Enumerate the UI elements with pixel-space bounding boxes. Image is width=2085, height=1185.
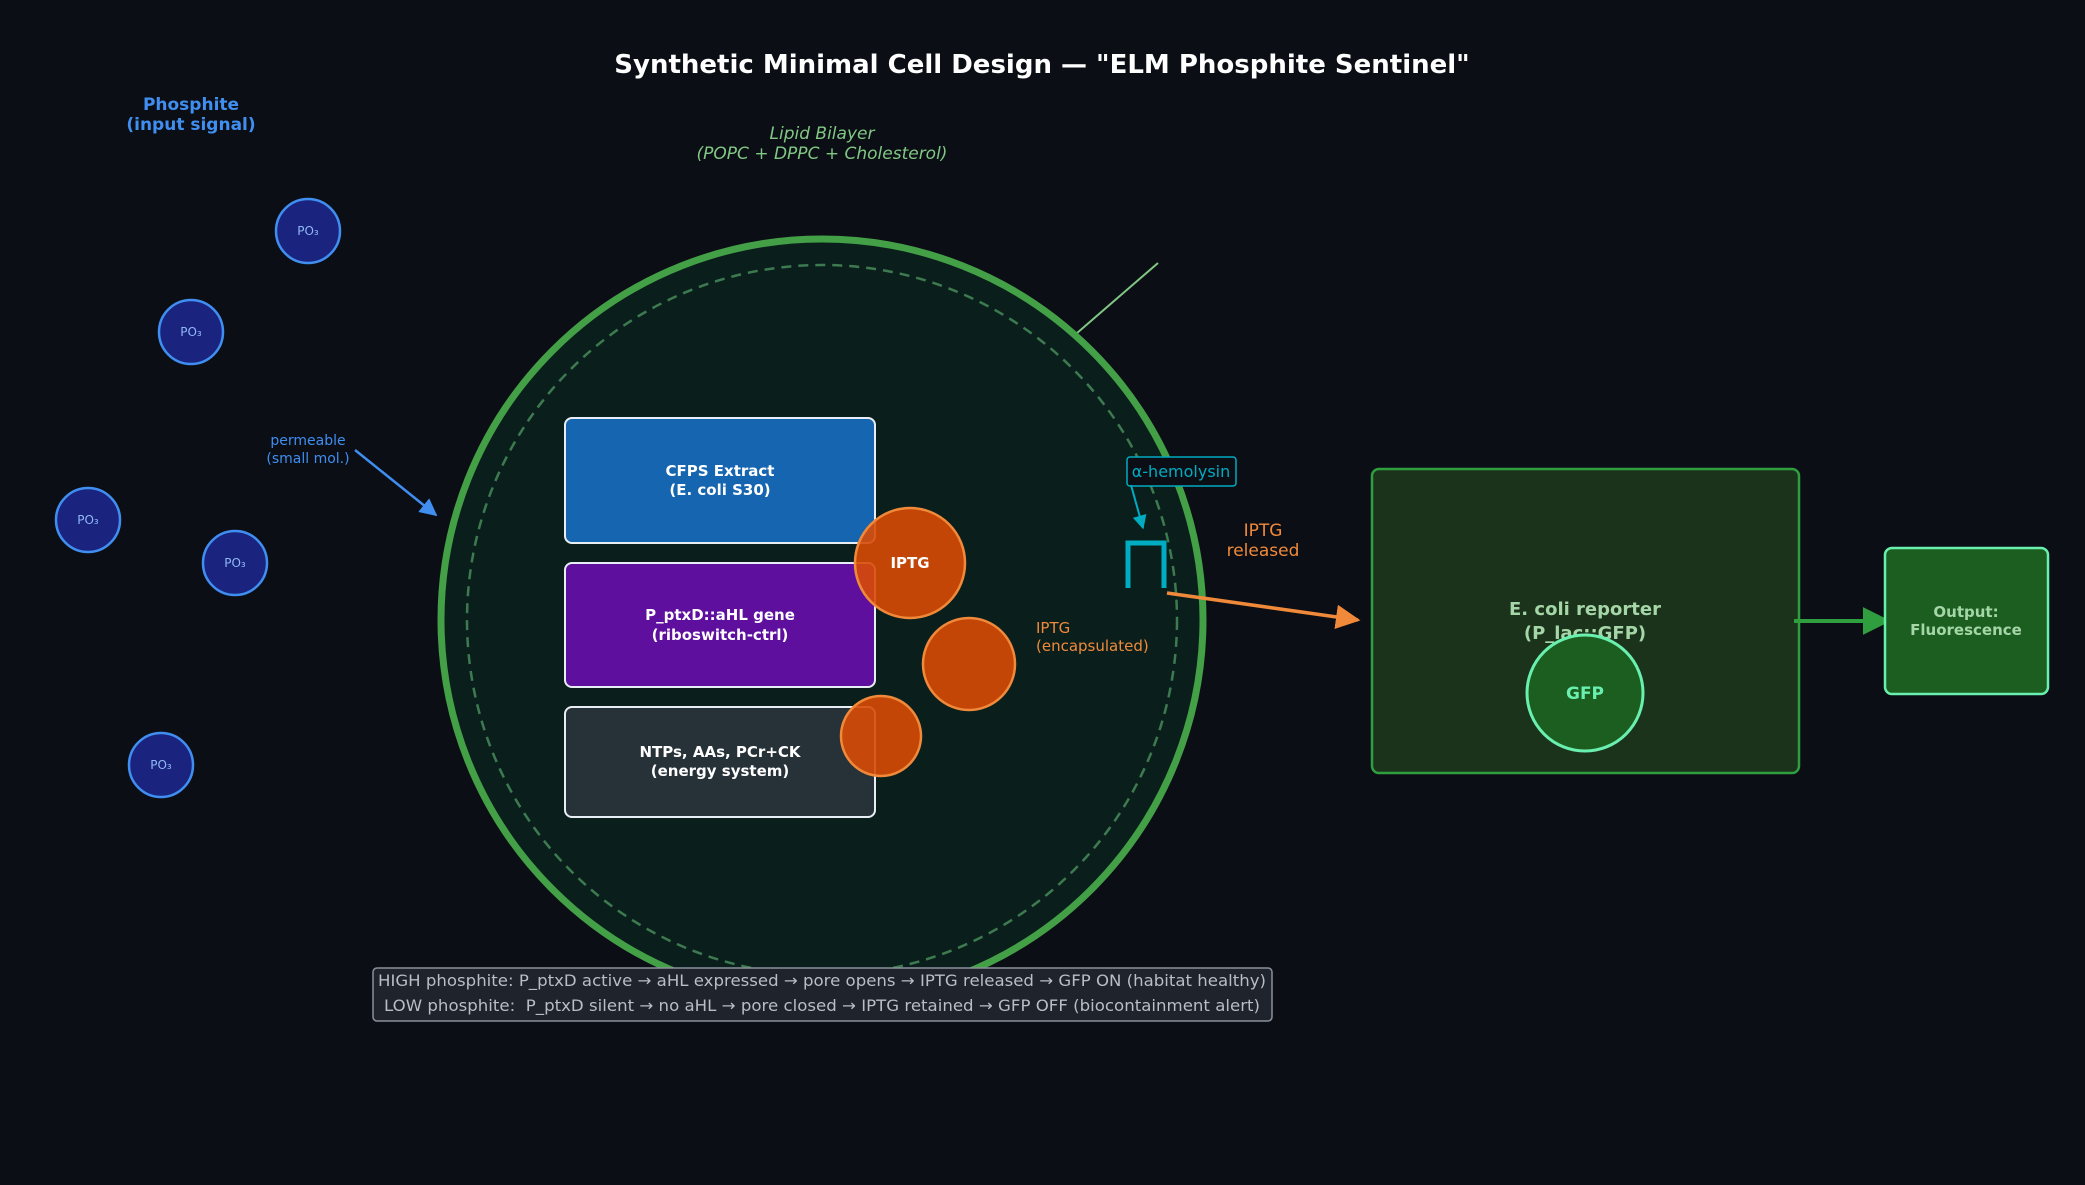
iptg-released-label: IPTG released bbox=[1227, 521, 1300, 561]
ptxd-gene-line2: (riboswitch-ctrl) bbox=[652, 626, 789, 644]
iptg-encapsulated-label: IPTG (encapsulated) bbox=[1036, 619, 1149, 655]
cfps-extract-line2: (E. coli S30) bbox=[669, 481, 770, 499]
cfps-extract-box: CFPS Extract (E. coli S30) bbox=[564, 417, 876, 544]
phosphite-molecule-circle bbox=[274, 197, 342, 265]
page-title: Synthetic Minimal Cell Design — "ELM Pho… bbox=[614, 50, 1469, 80]
energy-system-box: NTPs, AAs, PCr+CK (energy system) bbox=[564, 706, 876, 818]
gfp-molecule: GFP bbox=[1525, 633, 1645, 753]
permeable-label-line1: permeable bbox=[270, 433, 345, 449]
reporter-box: E. coli reporter (P_lac::GFP) bbox=[1370, 467, 1801, 775]
iptg-molecule bbox=[921, 616, 1017, 712]
logic-legend-low: LOW phosphite: P_ptxD silent → no aHL → … bbox=[384, 996, 1260, 1016]
iptg-molecule-label: IPTG bbox=[890, 554, 929, 572]
logic-legend: HIGH phosphite: P_ptxD active → aHL expr… bbox=[372, 967, 1273, 1022]
phosphite-molecule: PO₃ bbox=[127, 731, 195, 799]
phosphite-molecule-circle bbox=[127, 731, 195, 799]
phosphite-molecule-circle bbox=[201, 529, 269, 597]
bilayer-label-line2: (POPC + DPPC + Cholesterol) bbox=[697, 144, 948, 164]
cfps-extract-line1: CFPS Extract bbox=[666, 462, 775, 480]
phosphite-molecule: PO₃ bbox=[201, 529, 269, 597]
iptg-molecule: IPTG bbox=[853, 506, 967, 620]
cell-inner-leaflet bbox=[465, 263, 1179, 977]
hemolysin-label: α-hemolysin bbox=[1126, 456, 1237, 487]
bilayer-label: Lipid Bilayer (POPC + DPPC + Cholesterol… bbox=[697, 124, 948, 164]
hemolysin-arrow bbox=[1130, 484, 1147, 530]
phosphite-label-line2: (input signal) bbox=[126, 115, 255, 135]
phosphite-molecule-label: PO₃ bbox=[77, 513, 99, 527]
phosphite-label: Phosphite (input signal) bbox=[126, 95, 255, 135]
iptg-molecule bbox=[839, 694, 923, 778]
phosphite-molecule-label: PO₃ bbox=[297, 224, 319, 238]
bilayer-label-line1: Lipid Bilayer bbox=[770, 124, 876, 144]
output-rect bbox=[1883, 546, 2050, 696]
ptxd-gene-rect bbox=[564, 562, 876, 688]
ptxd-gene-box: P_ptxD::aHL gene (riboswitch-ctrl) bbox=[564, 562, 876, 688]
gfp-circle bbox=[1525, 633, 1645, 753]
hemolysin-label-text: α-hemolysin bbox=[1132, 462, 1231, 481]
hemolysin-pore-icon bbox=[1125, 540, 1167, 588]
energy-system-line2: (energy system) bbox=[651, 762, 789, 780]
phosphite-molecule-label: PO₃ bbox=[180, 325, 202, 339]
iptg-molecule-circle bbox=[853, 506, 967, 620]
iptg-released-line2: released bbox=[1227, 541, 1300, 561]
hemolysin-label-box bbox=[1126, 456, 1237, 487]
phosphite-molecule: PO₃ bbox=[157, 298, 225, 366]
gfp-label: GFP bbox=[1566, 684, 1604, 704]
reporter-line1: E. coli reporter bbox=[1509, 599, 1661, 620]
permeable-arrow bbox=[354, 449, 438, 517]
iptg-encapsulated-line1: IPTG bbox=[1036, 619, 1070, 637]
phosphite-molecule-label: PO₃ bbox=[224, 556, 246, 570]
logic-legend-high: HIGH phosphite: P_ptxD active → aHL expr… bbox=[378, 971, 1266, 991]
output-line2: Fluorescence bbox=[1910, 621, 2022, 639]
iptg-release-arrow bbox=[1166, 591, 1361, 630]
phosphite-molecule-label: PO₃ bbox=[150, 758, 172, 772]
phosphite-label-line1: Phosphite bbox=[143, 95, 239, 115]
permeable-label-line2: (small mol.) bbox=[266, 451, 349, 467]
output-line1: Output: bbox=[1933, 603, 1998, 621]
output-box: Output: Fluorescence bbox=[1883, 546, 2050, 696]
phosphite-molecule: PO₃ bbox=[274, 197, 342, 265]
permeable-label: permeable (small mol.) bbox=[266, 433, 349, 467]
iptg-released-line1: IPTG bbox=[1244, 521, 1283, 541]
phosphite-molecule-circle bbox=[54, 486, 122, 554]
energy-system-line1: NTPs, AAs, PCr+CK bbox=[639, 743, 801, 761]
phosphite-molecule-circle bbox=[157, 298, 225, 366]
logic-legend-box bbox=[372, 967, 1273, 1022]
cfps-extract-rect bbox=[564, 417, 876, 544]
phosphite-molecule: PO₃ bbox=[54, 486, 122, 554]
ptxd-gene-line1: P_ptxD::aHL gene bbox=[645, 606, 795, 624]
iptg-encapsulated-line2: (encapsulated) bbox=[1036, 637, 1149, 655]
